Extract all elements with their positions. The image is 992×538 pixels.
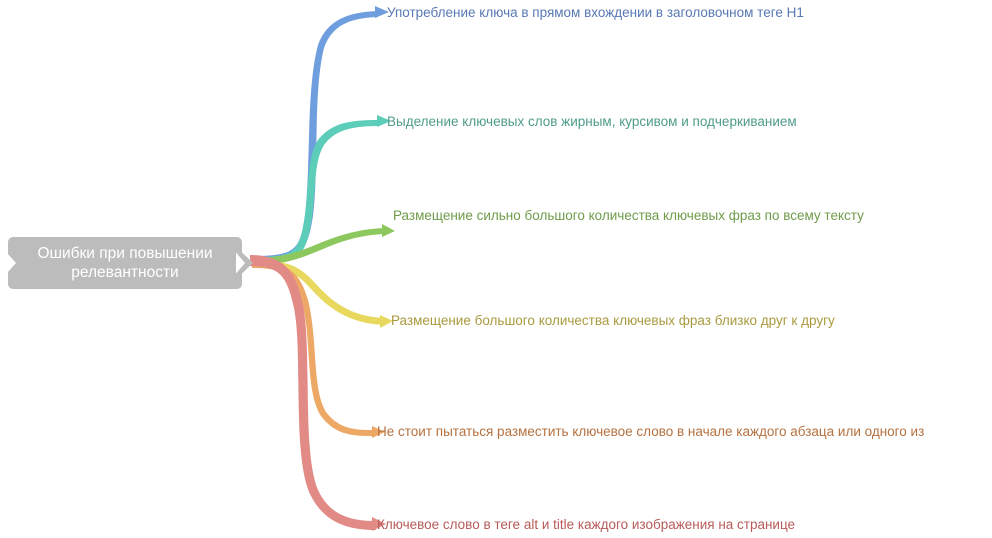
branch-arrowhead-2 [377,115,391,127]
node-left-notch-icon [7,253,16,273]
branch-label-1[interactable]: Употребление ключа в прямом вхождении в … [387,5,804,20]
branch-arrowhead-4 [380,315,393,328]
central-node[interactable]: Ошибки при повышении релевантности [7,237,253,289]
branch-arrowhead-1 [375,6,389,18]
branch-path-6 [250,255,386,531]
branch-label-5[interactable]: Не стоит пытаться разместить ключевое сл… [377,424,925,439]
branch-arrowhead-5 [372,426,385,438]
branch-stroke-2 [252,120,380,264]
branch-label-4[interactable]: Размещение большого количества ключевых … [391,313,835,328]
branch-path-4 [252,260,393,328]
branch-stroke-4 [252,260,383,325]
branch-stroke-3 [252,228,385,265]
branch-path-2 [252,115,391,264]
branch-label-6[interactable]: Ключевое слово в теге alt и title каждог… [377,517,796,532]
branch-path-1 [252,6,389,262]
branch-label-2[interactable]: Выделение ключевых слов жирным, курсивом… [387,114,797,129]
node-right-arrow-icon [242,252,253,274]
branch-path-3 [252,224,395,265]
node-right-notch-icon [236,252,245,274]
branch-stroke-1 [252,11,378,262]
branch-label-3[interactable]: Размещение сильно большого количества кл… [393,208,864,223]
branch-arrowhead-3 [382,224,395,237]
branch-stroke-6 [250,255,376,530]
branch-arrowhead-6 [372,517,386,531]
branch-stroke-5 [252,261,375,436]
central-node-label: Ошибки при повышении релевантности [37,245,213,281]
branch-path-5 [252,261,385,438]
